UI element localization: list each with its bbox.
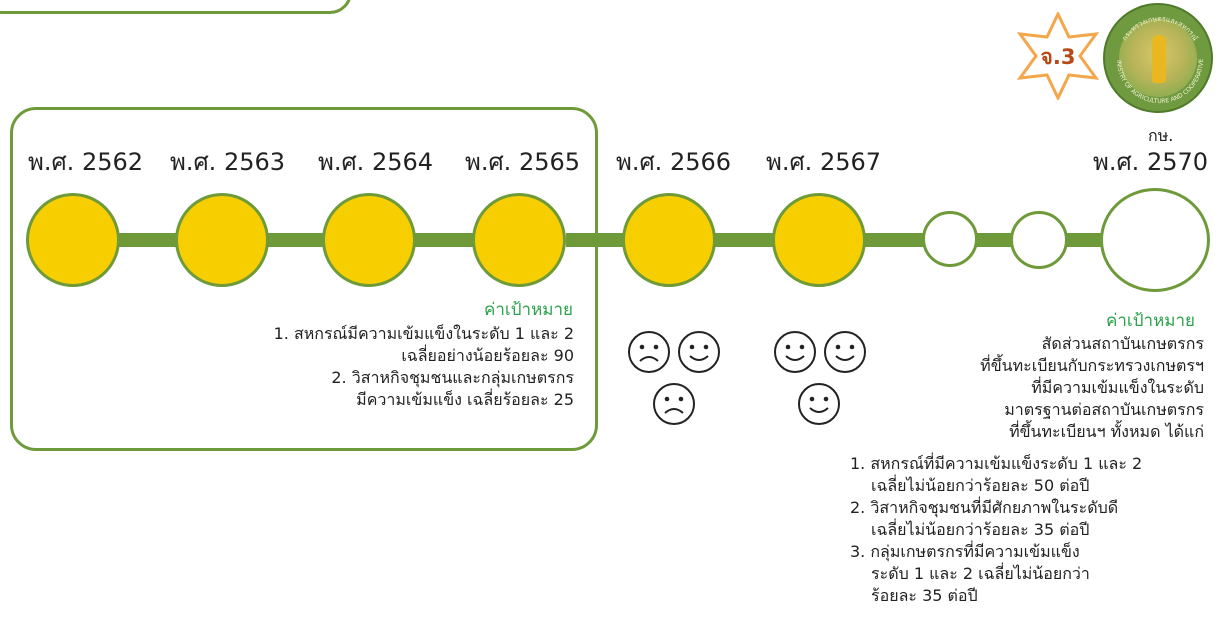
target-line: ที่ขึ้นทะเบียนกับกระทรวงเกษตรฯ xyxy=(980,356,1204,375)
timeline-node-2563 xyxy=(175,193,269,287)
year-label-2563: พ.ศ. 2563 xyxy=(170,148,286,176)
target-item-cont: เฉลี่ยไม่น้อยกว่าร้อยละ 35 ต่อปี xyxy=(871,520,1090,539)
timeline-node-2569 xyxy=(1010,211,1068,269)
timeline-node-2565 xyxy=(472,193,566,287)
target-item-cont: ร้อยละ 35 ต่อปี xyxy=(871,586,978,605)
timeline-node-2562 xyxy=(26,193,120,287)
target-line: สัดส่วนสถาบันเกษตรกร xyxy=(1041,334,1204,353)
timeline-connector xyxy=(118,233,178,247)
star-icon xyxy=(1016,10,1100,102)
year-label-2565: พ.ศ. 2565 xyxy=(465,148,581,176)
year-label-2570: พ.ศ. 2570 xyxy=(1093,148,1209,176)
timeline-node-2568 xyxy=(922,211,978,267)
year-label-2566: พ.ศ. 2566 xyxy=(616,148,732,176)
target-title-right: ค่าเป้าหมาย xyxy=(1106,311,1195,331)
badge-star: จ.3 xyxy=(1014,10,1102,102)
timeline-connector xyxy=(1066,233,1102,247)
timeline-connector xyxy=(864,233,924,247)
seal-emblem xyxy=(1119,19,1197,97)
happy-face-icon xyxy=(824,331,866,373)
seal-figure-icon xyxy=(1152,35,1166,83)
target-title-left: ค่าเป้าหมาย xyxy=(484,300,573,320)
happy-face-icon xyxy=(774,331,816,373)
target-item: 3. กลุ่มเกษตรกรที่มีความเข้มแข็ง xyxy=(850,542,1080,561)
target-line: 2. วิสาหกิจชุมชนและกลุ่มเกษตรกร xyxy=(331,368,574,387)
sad-face-icon xyxy=(628,331,670,373)
happy-face-icon xyxy=(798,383,840,425)
timeline-connector xyxy=(714,233,774,247)
target-list-left: 1. สหกรณ์มีความเข้มแข็งในระดับ 1 และ 2 เ… xyxy=(228,323,574,411)
target-line: 1. สหกรณ์มีความเข้มแข็งในระดับ 1 และ 2 xyxy=(273,324,574,343)
timeline-connector xyxy=(414,233,474,247)
timeline-connector xyxy=(268,233,324,247)
target-line: ที่มีความเข้มแข็งในระดับ xyxy=(1031,378,1204,397)
svg-text:กระทรวงเกษตรและสหกรณ์: กระทรวงเกษตรและสหกรณ์ xyxy=(1121,15,1200,43)
happy-face-icon xyxy=(678,331,720,373)
timeline-connector xyxy=(566,233,624,247)
target-item: 2. วิสาหกิจชุมชนที่มีศักยภาพในระดับดี xyxy=(850,498,1119,517)
target-line: เฉลี่ยอย่างน้อยร้อยละ 90 xyxy=(401,346,574,365)
target-line: ที่ขึ้นทะเบียนฯ ทั้งหมด ได้แก่ xyxy=(1009,422,1204,441)
timeline-node-2567 xyxy=(772,193,866,287)
target-item-cont: เฉลี่ยไม่น้อยกว่าร้อยละ 50 ต่อปี xyxy=(871,476,1090,495)
target-bracket-box xyxy=(10,107,598,451)
target-list-right: 1. สหกรณ์ที่มีความเข้มแข็งระดับ 1 และ 2 … xyxy=(850,453,1212,607)
target-item: 1. สหกรณ์ที่มีความเข้มแข็งระดับ 1 และ 2 xyxy=(850,454,1143,473)
ministry-seal: MINISTRY OF AGRICULTURE AND COOPERATIVES… xyxy=(1103,3,1213,113)
year-label-2564: พ.ศ. 2564 xyxy=(318,148,434,176)
sad-face-icon xyxy=(653,383,695,425)
top-partial-frame xyxy=(0,0,352,14)
year-label-2562: พ.ศ. 2562 xyxy=(28,148,144,176)
year-label-2567: พ.ศ. 2567 xyxy=(766,148,882,176)
target-line: มีความเข้มแข็ง เฉลี่ยร้อยละ 25 xyxy=(356,390,574,409)
seal-ring-text: MINISTRY OF AGRICULTURE AND COOPERATIVES… xyxy=(1105,5,1205,105)
timeline-node-2566 xyxy=(622,193,716,287)
target-line: มาตรฐานต่อสถาบันเกษตรกร xyxy=(1004,400,1204,419)
timeline-node-2570 xyxy=(1100,188,1210,292)
target-intro-right: สัดส่วนสถาบันเกษตรกร ที่ขึ้นทะเบียนกับกร… xyxy=(870,333,1204,443)
timeline-connector xyxy=(976,233,1012,247)
badge-label: จ.3 xyxy=(1040,45,1076,69)
timeline-node-2564 xyxy=(322,193,416,287)
target-item-cont: ระดับ 1 และ 2 เฉลี่ยไม่น้อยกว่า xyxy=(871,564,1090,583)
ministry-abbrev: กษ. xyxy=(1148,126,1174,145)
